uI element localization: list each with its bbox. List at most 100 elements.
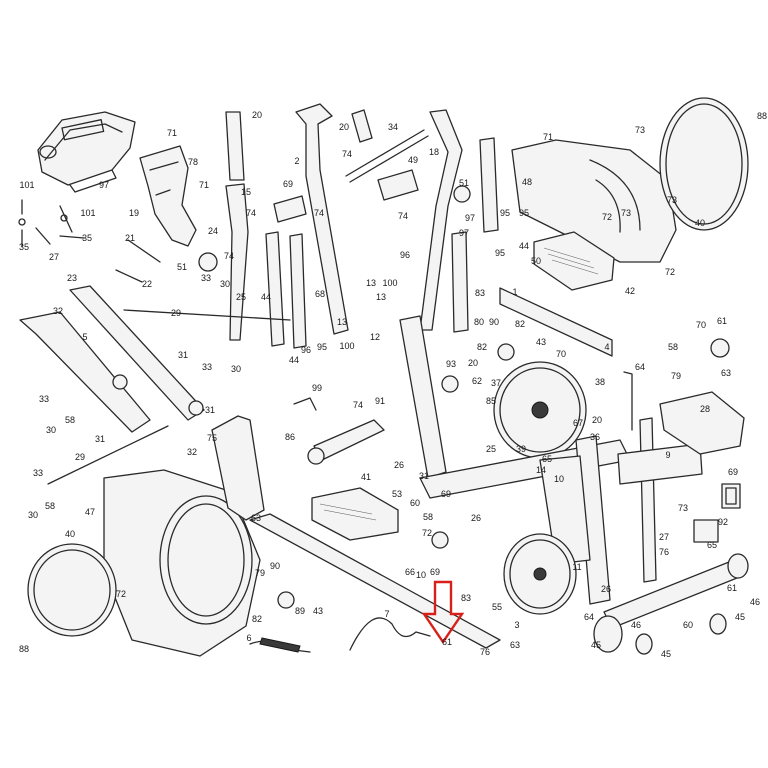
part-number-label: 97 bbox=[459, 228, 469, 238]
part-number-label: 45 bbox=[591, 640, 601, 650]
part-number-label: 27 bbox=[659, 532, 669, 542]
part-number-label: 33 bbox=[202, 362, 212, 372]
part-number-label: 40 bbox=[695, 218, 705, 228]
part-number-label: 3 bbox=[514, 620, 519, 630]
part-number-label: 6 bbox=[246, 633, 251, 643]
rear-stabilizer bbox=[593, 553, 749, 655]
part-number-label: 50 bbox=[531, 256, 541, 266]
part-number-label: 101 bbox=[19, 180, 34, 190]
shroud-right bbox=[511, 97, 749, 263]
part-number-label: 23 bbox=[67, 273, 77, 283]
rear-wheel bbox=[503, 533, 577, 615]
part-number-label: 33 bbox=[39, 394, 49, 404]
part-number-label: 35 bbox=[19, 242, 29, 252]
part-number-label: 12 bbox=[370, 332, 380, 342]
part-number-label: 74 bbox=[246, 208, 256, 218]
part-number-label: 30 bbox=[46, 425, 56, 435]
part-number-label: 100 bbox=[382, 278, 397, 288]
part-number-label: 58 bbox=[65, 415, 75, 425]
part-number-label: 38 bbox=[595, 377, 605, 387]
part-number-label: 20 bbox=[252, 110, 262, 120]
part-number-label: 4 bbox=[604, 342, 609, 352]
highlight-arrow bbox=[421, 580, 465, 645]
part-number-label: 60 bbox=[683, 620, 693, 630]
part-number-label: 68 bbox=[315, 289, 325, 299]
part-number-label: 79 bbox=[255, 568, 265, 578]
part-number-label: 63 bbox=[510, 640, 520, 650]
part-number-label: 49 bbox=[408, 155, 418, 165]
part-number-label: 76 bbox=[480, 647, 490, 657]
part-number-label: 58 bbox=[45, 501, 55, 511]
part-number-label: 64 bbox=[584, 612, 594, 622]
part-number-label: 89 bbox=[295, 606, 305, 616]
part-number-label: 43 bbox=[313, 606, 323, 616]
part-number-label: 10 bbox=[416, 570, 426, 580]
part-number-label: 44 bbox=[519, 241, 529, 251]
part-number-label: 86 bbox=[285, 432, 295, 442]
part-number-label: 95 bbox=[500, 208, 510, 218]
part-number-label: 95 bbox=[519, 208, 529, 218]
pedal-top bbox=[533, 231, 615, 291]
part-number-label: 60 bbox=[410, 498, 420, 508]
part-number-label: 74 bbox=[224, 251, 234, 261]
part-number-label: 30 bbox=[28, 510, 38, 520]
part-number-label: 73 bbox=[667, 195, 677, 205]
part-number-label: 100 bbox=[339, 341, 354, 351]
part-number-label: 61 bbox=[442, 637, 452, 647]
part-number-label: 31 bbox=[95, 434, 105, 444]
part-number-label: 46 bbox=[631, 620, 641, 630]
part-number-label: 31 bbox=[178, 350, 188, 360]
part-number-label: 82 bbox=[252, 614, 262, 624]
part-number-label: 88 bbox=[757, 111, 767, 121]
part-number-label: 73 bbox=[621, 208, 631, 218]
part-number-label: 72 bbox=[665, 267, 675, 277]
part-number-label: 25 bbox=[486, 444, 496, 454]
part-number-label: 88 bbox=[19, 644, 29, 654]
part-number-label: 63 bbox=[251, 513, 261, 523]
part-number-label: 73 bbox=[635, 125, 645, 135]
part-number-label: 51 bbox=[177, 262, 187, 272]
part-number-label: 31 bbox=[205, 405, 215, 415]
part-number-label: 90 bbox=[489, 317, 499, 327]
part-number-label: 97 bbox=[99, 180, 109, 190]
left-disc bbox=[27, 543, 117, 637]
part-number-label: 71 bbox=[167, 128, 177, 138]
part-number-label: 29 bbox=[171, 308, 181, 318]
stride-beam bbox=[249, 513, 501, 649]
part-number-label: 97 bbox=[465, 213, 475, 223]
hardware-misc bbox=[115, 185, 730, 609]
part-number-label: 53 bbox=[392, 489, 402, 499]
part-number-label: 37 bbox=[491, 378, 501, 388]
part-number-label: 95 bbox=[495, 248, 505, 258]
part-number-label: 33 bbox=[201, 273, 211, 283]
part-number-label: 26 bbox=[394, 460, 404, 470]
part-number-label: 30 bbox=[231, 364, 241, 374]
part-number-label: 74 bbox=[353, 400, 363, 410]
console-part bbox=[37, 111, 136, 193]
part-number-label: 47 bbox=[85, 507, 95, 517]
part-number-label: 42 bbox=[625, 286, 635, 296]
part-number-label: 33 bbox=[33, 468, 43, 478]
part-number-label: 28 bbox=[700, 404, 710, 414]
part-number-label: 20 bbox=[592, 415, 602, 425]
part-number-label: 80 bbox=[474, 317, 484, 327]
part-number-label: 72 bbox=[422, 528, 432, 538]
part-number-label: 46 bbox=[750, 597, 760, 607]
part-number-label: 95 bbox=[317, 342, 327, 352]
part-number-label: 39 bbox=[516, 444, 526, 454]
part-number-label: 40 bbox=[65, 529, 75, 539]
part-number-label: 7 bbox=[384, 609, 389, 619]
cables bbox=[249, 617, 431, 653]
part-number-label: 21 bbox=[125, 233, 135, 243]
upright-tubes bbox=[225, 103, 429, 349]
left-linkage bbox=[19, 285, 291, 485]
part-number-label: 26 bbox=[471, 513, 481, 523]
part-number-label: 32 bbox=[187, 447, 197, 457]
part-number-label: 2 bbox=[294, 156, 299, 166]
part-number-label: 65 bbox=[542, 454, 552, 464]
part-number-label: 48 bbox=[522, 177, 532, 187]
part-number-label: 45 bbox=[735, 612, 745, 622]
part-number-label: 36 bbox=[590, 432, 600, 442]
part-number-label: 74 bbox=[342, 149, 352, 159]
